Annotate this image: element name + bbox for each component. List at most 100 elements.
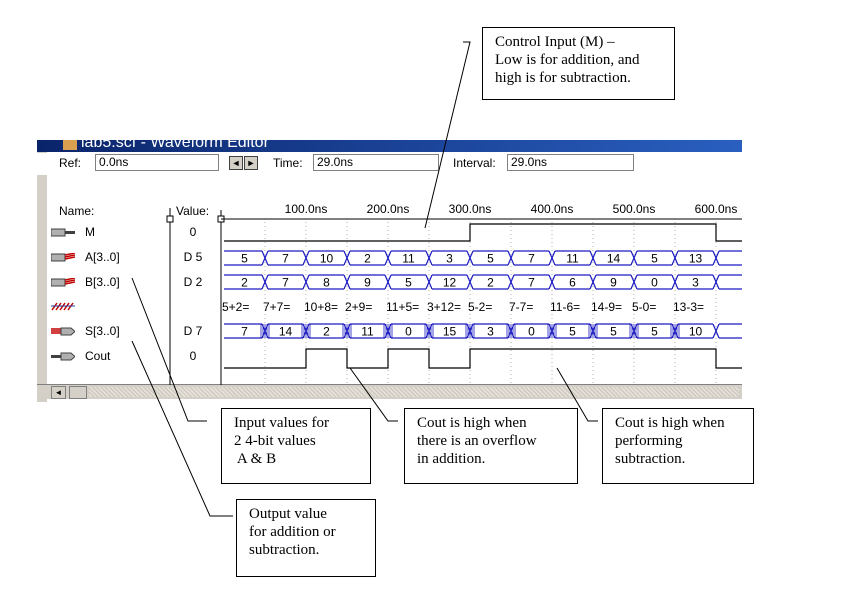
expression-label: 10+8= [304, 300, 338, 314]
callout-line: there is an overflow [417, 433, 537, 449]
window-title: lab5.scf - Waveform Editor [81, 140, 269, 151]
bus-value: 2 [323, 325, 330, 339]
callout-line: Output value [249, 506, 327, 522]
output-bus-icon [51, 327, 75, 336]
expression-label: 5-0= [632, 300, 656, 314]
bit-trace [224, 223, 742, 242]
bus-value: 13 [689, 252, 703, 266]
callout-line: Cout is high when [615, 415, 725, 431]
bus-transition [507, 274, 515, 290]
bus-value: 8 [323, 276, 330, 290]
overflow-cout-callout: Cout is high when there is an overflow i… [404, 408, 578, 484]
bus-transition [548, 250, 556, 266]
name-column-header: Name: [59, 204, 95, 218]
title-bar[interactable]: lab5.scf - Waveform Editor [37, 140, 742, 152]
bus-value: 3 [446, 252, 453, 266]
signal-value: 0 [189, 225, 197, 239]
bus-transition [261, 274, 269, 290]
scroll-thumb[interactable] [69, 386, 87, 399]
bus-value: 5 [610, 325, 617, 339]
bus-transition [507, 250, 515, 266]
callout-line: Low is for addition, and [495, 52, 640, 68]
bus-value: 5 [405, 276, 412, 290]
bus-value: 5 [487, 252, 494, 266]
bus-value: 2 [487, 276, 494, 290]
callout-line: high is for subtraction. [495, 70, 631, 86]
bus-value: 15 [443, 325, 457, 339]
bus-value: 2 [241, 276, 248, 290]
expression-label: 14-9= [591, 300, 622, 314]
input-bus-icon [51, 253, 75, 262]
bus-value: 2 [364, 252, 371, 266]
toolbar: Ref: 0.0ns ◄ ► Time: 29.0ns Interval: 29… [37, 153, 742, 175]
bus-transition [589, 250, 597, 266]
expression-label: 7+7= [263, 300, 290, 314]
signal-name: S[3..0] [85, 324, 120, 338]
bus-value: 5 [241, 252, 248, 266]
control-input-callout: Control Input (M) – Low is for addition,… [482, 27, 675, 100]
bus-value: 11 [566, 252, 579, 266]
bus-value: 9 [610, 276, 617, 290]
output-pin-icon [51, 352, 75, 361]
bus-transition [302, 274, 310, 290]
input-bus-icon [51, 278, 75, 287]
bus-transition [425, 274, 433, 290]
input-values-callout: Input values for 2 4-bit values A & B [221, 408, 371, 484]
bus-value: 0 [651, 276, 658, 290]
bus-transition [425, 250, 433, 266]
bus-value: 9 [364, 276, 371, 290]
signal-value: D 7 [183, 324, 203, 338]
bus-value: 14 [279, 325, 293, 339]
bus-value: 7 [241, 325, 248, 339]
column-dividers [166, 208, 742, 385]
bus-value: 0 [405, 325, 412, 339]
bus-value: 7 [528, 252, 535, 266]
scroll-left-arrow-icon[interactable]: ◄ [51, 386, 66, 399]
expression-label: 11-6= [550, 300, 580, 314]
output-value-callout: Output value for addition or subtraction… [236, 499, 376, 577]
callout-line: 2 4-bit values [234, 433, 316, 449]
prev-transition-button[interactable]: ◄ [229, 156, 243, 170]
callout-leader-lines [131, 41, 598, 517]
signal-name: M [85, 225, 95, 239]
interval-field[interactable]: 29.0ns [507, 154, 634, 171]
time-field[interactable]: 29.0ns [313, 154, 439, 171]
bus-value: 10 [320, 252, 334, 266]
app-icon [63, 140, 77, 150]
bus-transition [671, 250, 679, 266]
callout-line: Input values for [234, 415, 329, 431]
bus-value: 6 [569, 276, 576, 290]
scroll-track[interactable] [89, 387, 739, 397]
expression-label: 5+2= [222, 300, 249, 314]
callout-line: performing [615, 433, 683, 449]
expression-label: 2+9= [345, 300, 372, 314]
bus-transition [630, 274, 638, 290]
expression-row: 5+2=7+7=10+8=2+9=11+5=3+12=5-2=7-7=11-6=… [222, 300, 704, 314]
bus-transition [384, 274, 392, 290]
bus-value: 14 [607, 252, 621, 266]
bus-value: 12 [443, 276, 457, 290]
callout-line: A & B [234, 451, 277, 467]
bus-transition [466, 250, 474, 266]
bus-transition [343, 250, 351, 266]
time-tick-label: 100.0ns [285, 202, 328, 216]
next-transition-button[interactable]: ► [244, 156, 258, 170]
waveform-editor-window: lab5.scf - Waveform Editor Ref: 0.0ns ◄ … [37, 140, 742, 402]
bus-transition [712, 323, 720, 339]
horizontal-scrollbar[interactable]: ◄ [37, 384, 742, 399]
bus-transition [261, 250, 269, 266]
bus-transition [712, 274, 720, 290]
ref-field[interactable]: 0.0ns [95, 154, 219, 171]
m-waveform [224, 223, 742, 242]
subtraction-cout-callout: Cout is high when performing subtraction… [602, 408, 754, 484]
callout-line: for addition or [249, 524, 336, 540]
callout-line: Cout is high when [417, 415, 527, 431]
bus-transition [384, 250, 392, 266]
bus-value: 5 [651, 325, 658, 339]
bus-value: 3 [692, 276, 699, 290]
